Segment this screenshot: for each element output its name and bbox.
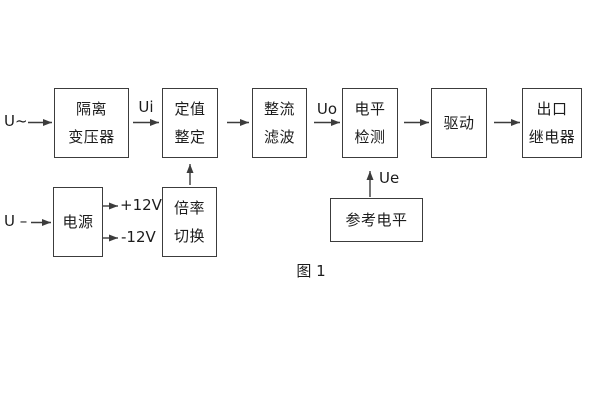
block-label: 隔离 [75,100,107,118]
label-u-ac-input: U~ [4,112,28,130]
block-label: 继电器 [528,128,576,146]
block-isolation-transformer: 隔离 变压器 [54,88,129,158]
block-label: 定值 [174,100,206,118]
block-drive: 驱动 [431,88,487,158]
block-power-supply: 电源 [53,187,103,257]
block-setting-adjust: 定值 整定 [162,88,218,158]
figure-caption: 图 1 [296,262,326,280]
block-label: 变压器 [68,128,115,146]
block-reference-level: 参考电平 [330,198,423,242]
label-plus-12v: +12V [120,196,162,214]
label-uo: Uo [316,100,338,118]
block-output-relay: 出口 继电器 [522,88,582,158]
label-ue: Ue [379,169,400,187]
block-rate-switching: 倍率 切换 [162,187,217,257]
block-label: 整流 [263,100,295,118]
block-label: 倍率 [173,199,205,217]
label-minus-12v: -12V [121,228,156,246]
label-u-dc-input: U – [4,212,28,230]
block-level-detection: 电平 检测 [342,88,398,158]
block-label: 检测 [354,128,386,146]
block-label: 切换 [173,227,205,245]
block-label: 电平 [354,100,386,118]
block-label: 驱动 [443,114,475,132]
block-rectifier-filter: 整流 滤波 [252,88,307,158]
label-ui: Ui [138,98,154,116]
block-label: 出口 [536,100,568,118]
block-label: 滤波 [263,128,295,146]
block-label: 参考电平 [345,211,408,229]
block-label: 电源 [62,213,94,231]
block-label: 整定 [174,128,206,146]
